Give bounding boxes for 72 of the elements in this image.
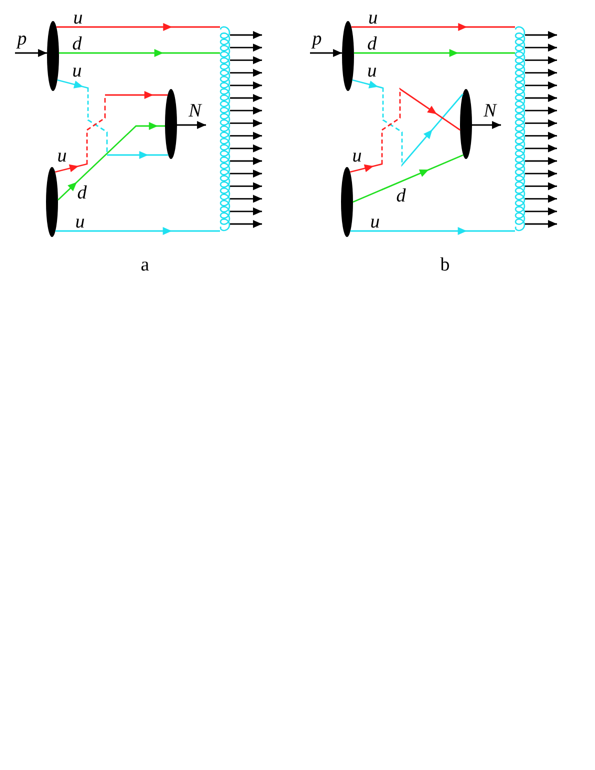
arrow — [525, 68, 557, 77]
edge-label: p — [17, 30, 27, 48]
edge-label: p — [312, 30, 322, 48]
gluon-coil — [220, 26, 230, 232]
edge-label: u — [368, 8, 378, 28]
arrow — [525, 119, 557, 128]
edge-label: d — [72, 34, 82, 54]
arrow — [525, 182, 557, 190]
edge-label: u — [370, 212, 380, 232]
edge-label: N — [484, 102, 496, 120]
arrow — [54, 91, 168, 173]
arrow — [230, 207, 262, 216]
hadron-blob — [460, 89, 472, 159]
arrow — [525, 144, 557, 152]
arrow — [525, 170, 557, 178]
edge-label: d — [77, 184, 87, 202]
arrow — [350, 227, 515, 235]
arrow — [230, 132, 262, 140]
arrow — [525, 132, 557, 140]
edge-label: d — [396, 186, 406, 206]
arrow — [351, 23, 515, 31]
arrow — [57, 79, 168, 159]
edge-label: u — [73, 8, 83, 28]
arrow — [230, 119, 262, 128]
arrow — [310, 49, 342, 57]
arrow — [354, 49, 515, 57]
arrow — [352, 154, 464, 203]
arrow — [472, 121, 501, 129]
arrow — [230, 106, 262, 115]
arrow — [230, 170, 262, 178]
hadron-blob — [341, 167, 353, 237]
arrow — [15, 49, 48, 57]
arrow — [525, 157, 557, 165]
arrow — [525, 56, 557, 64]
arrow — [525, 106, 557, 115]
arrow — [230, 182, 262, 190]
panel-caption: b — [440, 256, 450, 274]
arrow — [58, 122, 165, 200]
arrow — [525, 44, 557, 52]
arrow — [230, 157, 262, 165]
arrow — [230, 44, 262, 52]
gluon-coil — [514, 26, 526, 232]
arrow — [55, 227, 220, 235]
arrow — [230, 31, 262, 39]
arrow — [230, 68, 262, 77]
arrow — [230, 220, 262, 228]
arrow — [230, 56, 262, 64]
edge-label: u — [75, 212, 85, 232]
panel-caption: a — [140, 256, 150, 274]
arrow — [525, 220, 557, 228]
arrow — [56, 23, 220, 31]
edge-label: N — [188, 102, 202, 120]
edge-label: u — [57, 146, 67, 166]
arrow — [352, 79, 464, 167]
arrow — [525, 81, 557, 90]
arrow — [230, 144, 262, 152]
arrow — [525, 194, 557, 203]
hadron-blob — [46, 167, 58, 237]
arrow — [230, 94, 262, 102]
arrow — [177, 121, 206, 129]
edge-label: u — [72, 62, 82, 80]
arrow — [58, 49, 220, 57]
edge-label: u — [352, 146, 362, 166]
arrow — [525, 207, 557, 216]
hadron-blob — [165, 89, 177, 159]
arrow — [230, 194, 262, 203]
arrow — [525, 31, 557, 39]
arrow — [230, 81, 262, 90]
arrow — [525, 94, 557, 102]
arrow — [350, 88, 460, 173]
edge-label: d — [367, 34, 377, 54]
edge-label: u — [367, 62, 377, 80]
